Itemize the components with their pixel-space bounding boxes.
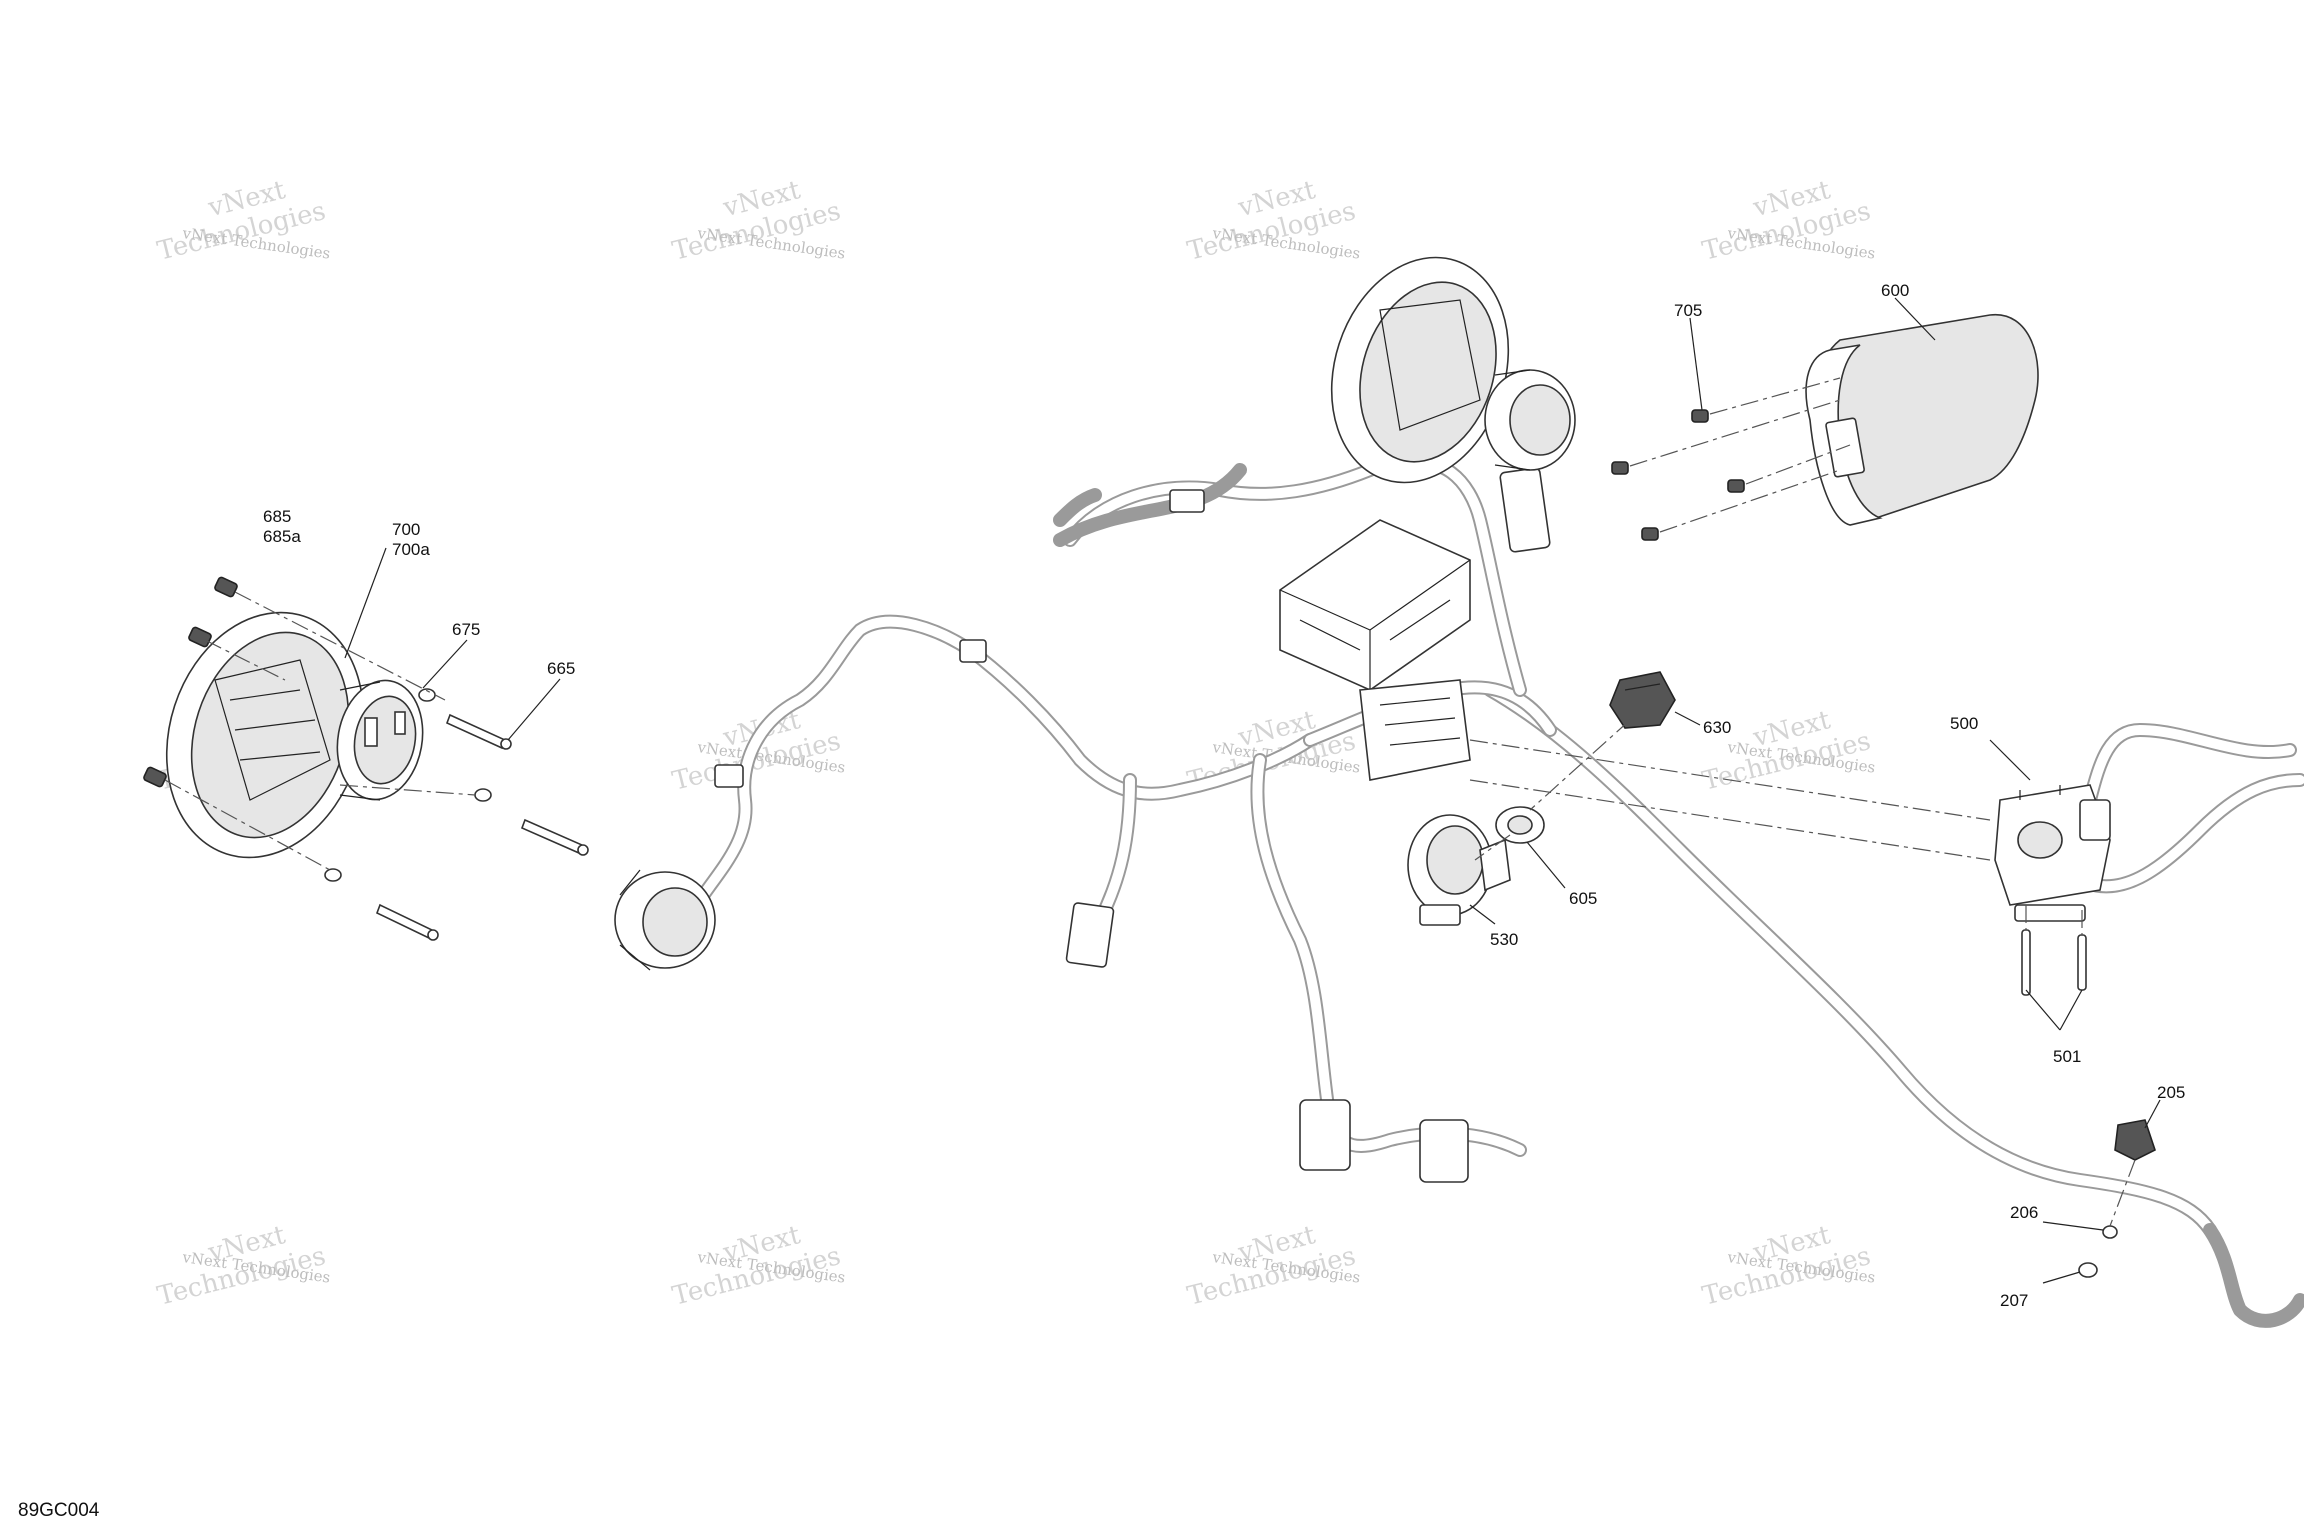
label-705: 705 <box>1674 301 1702 320</box>
junction-block <box>1359 679 1471 781</box>
label-500: 500 <box>1950 714 1978 733</box>
label-205: 205 <box>2157 1083 2185 1102</box>
label-685a: 685a <box>263 527 301 546</box>
screws-685 <box>143 576 238 788</box>
control-module <box>1279 519 1471 691</box>
label-630: 630 <box>1703 718 1731 737</box>
harness-connectors <box>714 467 1551 1183</box>
bolts-665 <box>324 688 589 941</box>
screws-705 <box>1611 409 1745 541</box>
label-600: 600 <box>1881 281 1909 300</box>
lamp-dome <box>614 869 716 971</box>
leader-lines <box>344 297 2161 1284</box>
alignment-lines-left <box>164 591 476 871</box>
label-530: 530 <box>1490 930 1518 949</box>
label-675: 675 <box>452 620 480 639</box>
label-206: 206 <box>2010 1203 2038 1222</box>
figure-code: 89GC004 <box>18 1500 100 1521</box>
top-headlight <box>1330 256 1576 484</box>
bolts-501 <box>2021 905 2087 996</box>
label-605: 605 <box>1569 889 1597 908</box>
label-700a: 700a <box>392 540 430 559</box>
alignment-lines-705 <box>1629 377 1851 533</box>
label-501: 501 <box>2053 1047 2081 1066</box>
clip-205 <box>2078 1119 2156 1278</box>
switch-500 <box>1994 784 2111 922</box>
label-700: 700 <box>392 520 420 539</box>
label-665: 665 <box>547 659 575 678</box>
part-labels: 685 685a 700 700a 675 665 705 600 630 50… <box>263 281 2185 1310</box>
label-685: 685 <box>263 507 291 526</box>
cover-600 <box>1805 314 2039 526</box>
bulb-530 <box>1407 814 1511 926</box>
sensor-630 <box>1609 671 1676 729</box>
left-headlight-700 <box>165 611 424 859</box>
wire-harness <box>693 456 2304 1328</box>
alignment-lines-mid <box>1469 719 1991 861</box>
label-207: 207 <box>2000 1291 2028 1310</box>
grommet-605 <box>1495 806 1545 844</box>
